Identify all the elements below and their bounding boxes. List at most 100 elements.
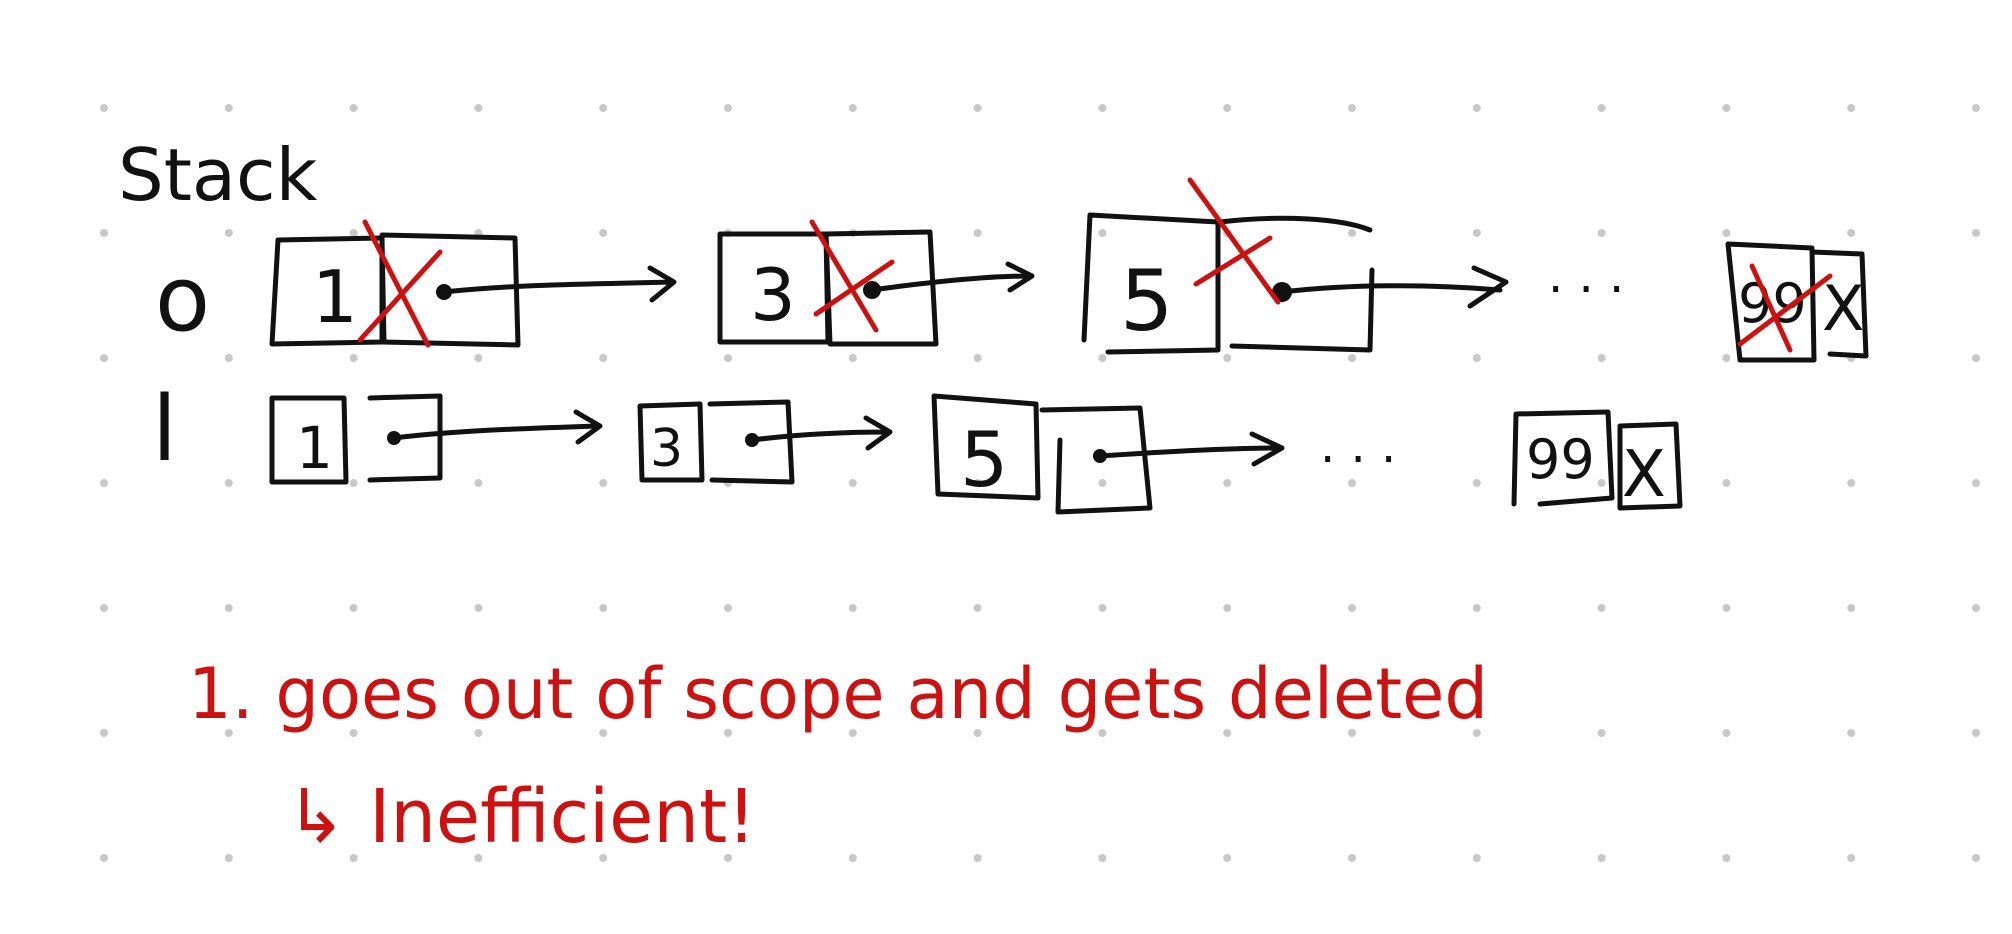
grid-dot [349,229,358,237]
row-l-node-4-value-box [1511,409,1615,507]
grid-dot [1972,479,1980,487]
grid-dot [349,854,358,862]
row-o-node-2-value: 3 [750,253,796,337]
grid-dot [724,729,732,737]
grid-dot [973,729,982,737]
grid-dot [224,354,233,362]
row-o-node-3-arrow [1279,265,1509,309]
grid-dot [100,229,108,237]
grid-dot [1847,729,1856,737]
grid-dot [1847,604,1856,612]
grid-dot [724,854,732,862]
grid-dot [1722,354,1731,362]
row-l-node-4-null-mark: X [1622,438,1666,512]
grid-dot [1722,604,1731,612]
grid-dot [1098,604,1107,612]
grid-dot [349,104,358,112]
row-l-node-3-arrow [1097,431,1285,467]
grid-dot [973,604,982,612]
grid-dot [474,604,483,612]
grid-dot [1348,729,1356,737]
row-l-node-2-next-box [707,399,795,485]
row-o-node-3-cross [1187,177,1281,305]
grid-dot [1847,229,1856,237]
grid-dot [848,729,857,737]
row-o-ellipsis: . . . [1548,248,1624,304]
row-o-node-1-next-box [379,232,521,348]
row-o-node-1-value: 1 [312,255,358,339]
grid-dot [1972,104,1980,112]
row-o-node-4-next-box [1809,249,1869,359]
row-l-node-1-value-box [269,395,349,485]
grid-dot [1722,854,1731,862]
grid-dot [474,354,483,362]
grid-dot [1472,479,1481,487]
grid-dot [599,479,608,487]
row-label-o: o [155,247,210,352]
grid-dot [724,104,732,112]
grid-dot [1348,854,1356,862]
grid-dot [1098,854,1107,862]
grid-dot [1223,354,1232,362]
row-o-node-1-cross [357,219,443,348]
grid-dot [973,479,982,487]
grid-dot [599,229,608,237]
row-l-node-4: 99 X [1511,409,1683,512]
row-l-node-1-next-box [367,393,443,483]
grid-dot [1722,479,1731,487]
row-l-node-1-value: 1 [296,414,333,482]
row-o-node-3-next-box [1217,215,1375,353]
row-o-node-2-arrow [869,261,1035,293]
grid-dot [1597,229,1606,237]
row-l-node-3: 5 [931,393,1285,515]
grid-dot [1722,229,1731,237]
grid-dot [1597,604,1606,612]
row-l-node-2-value: 3 [650,419,683,479]
grid-dot [100,104,108,112]
note-line-1: 1. goes out of scope and gets deleted [188,653,1488,735]
grid-dot [1847,104,1856,112]
grid-dot [1722,729,1731,737]
grid-dot [474,854,483,862]
row-o-node-4-value-box [1725,241,1817,363]
row-o-node-1-arrow [441,265,677,303]
row-l-node-1-arrow [391,409,603,445]
grid-dot [1348,104,1356,112]
grid-dot [1098,354,1107,362]
grid-dot [1348,229,1356,237]
dot-grid [100,104,1980,862]
stack-title: Stack [118,133,318,217]
grid-dot [474,729,483,737]
grid-dot [474,479,483,487]
grid-dot [848,479,857,487]
grid-dot [599,854,608,862]
grid-dot [349,479,358,487]
grid-dot [474,104,483,112]
row-l-ellipsis: . . . [1320,418,1396,474]
grid-dot [224,104,233,112]
grid-dot [224,854,233,862]
grid-dot [100,729,108,737]
row-o-node-1: 1 [269,219,677,348]
grid-dot [599,354,608,362]
grid-dot [349,604,358,612]
row-o-node-3-value-box [1081,212,1221,355]
grid-dot [848,354,857,362]
grid-dot [973,854,982,862]
grid-dot [224,479,233,487]
grid-dot [1472,604,1481,612]
row-l-node-2: 3 [637,399,893,485]
grid-dot [224,229,233,237]
grid-dot [100,479,108,487]
grid-dot [848,854,857,862]
grid-dot [1223,104,1232,112]
row-o-node-4: 99 X [1725,241,1869,363]
row-l-node-4-next-box [1617,421,1683,511]
grid-dot [1472,229,1481,237]
grid-dot [100,354,108,362]
grid-dot [1972,854,1980,862]
grid-dot [848,104,857,112]
grid-dot [1597,854,1606,862]
grid-dot [724,354,732,362]
